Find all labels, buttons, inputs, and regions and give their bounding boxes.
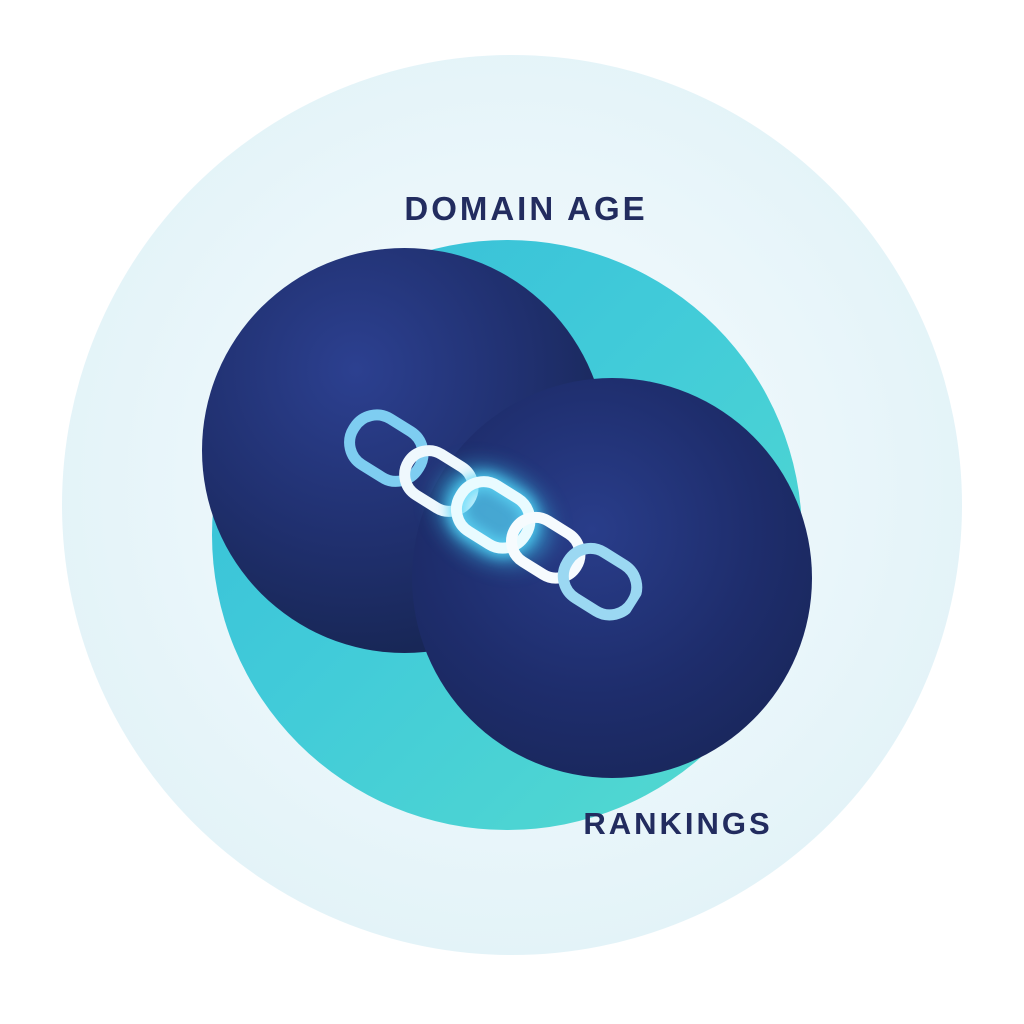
navy-circle-bottom-right <box>412 378 812 778</box>
label-rankings: RANKINGS <box>583 806 773 841</box>
chain-link-icon <box>308 359 676 666</box>
label-domain-age: DOMAIN AGE <box>404 190 648 227</box>
chain-link-svg <box>344 409 643 621</box>
